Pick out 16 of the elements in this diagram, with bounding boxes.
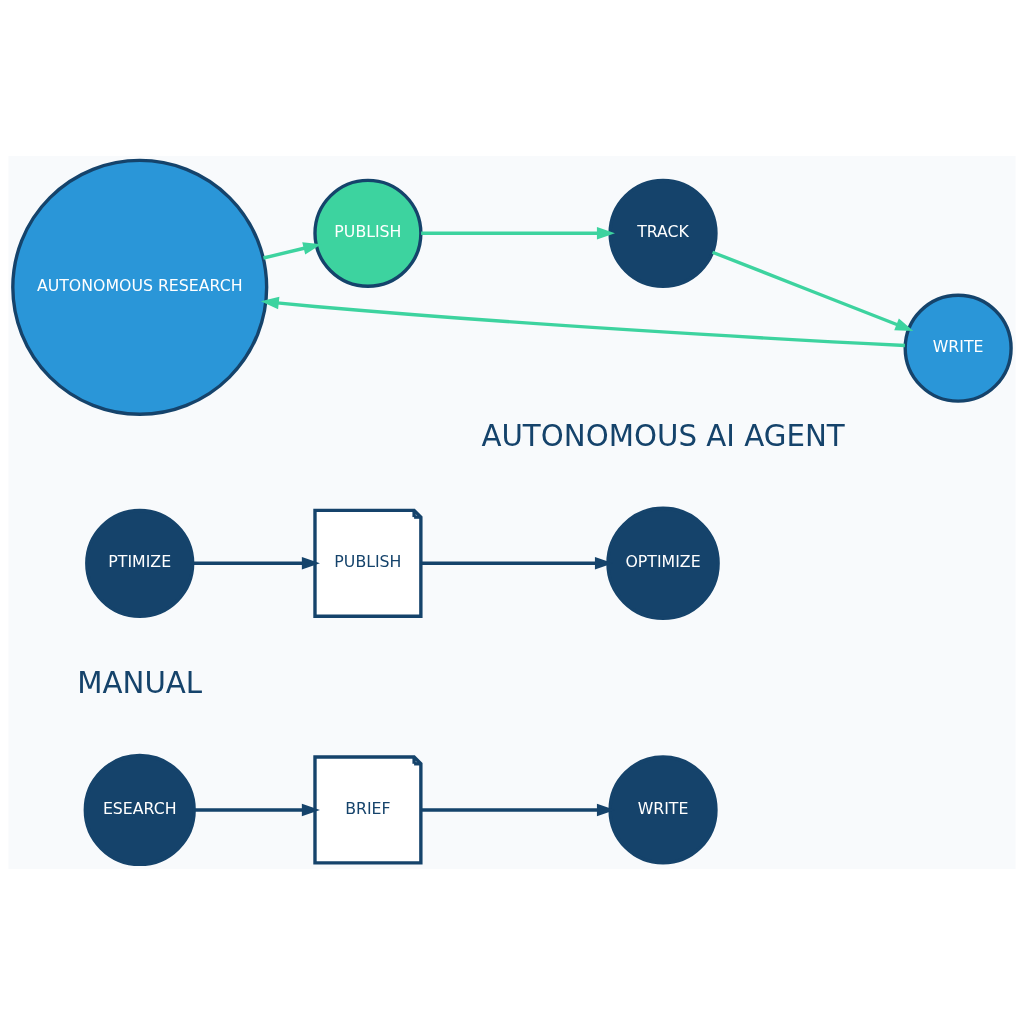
node-circle: WRITE [608,754,718,865]
arrow [263,241,322,260]
label: MANUAL [77,665,203,700]
node-circle: OPTIMIZE [606,506,720,620]
node-circle: WRITE [903,293,1013,403]
node-circle: ESEARCH [83,753,196,866]
arrow [260,296,906,347]
node-circle: PTIMIZE [85,508,195,618]
arrow [711,250,914,331]
node-circle: PUBLISH [313,178,423,288]
arrow [421,226,615,240]
node-circle: TRACK [608,178,718,288]
arrow [194,803,320,816]
label: AUTONOMOUS AI AGENT [481,418,845,453]
node-circle: AUTONOMOUS RESEARCH [11,158,269,416]
arrow [192,556,320,570]
